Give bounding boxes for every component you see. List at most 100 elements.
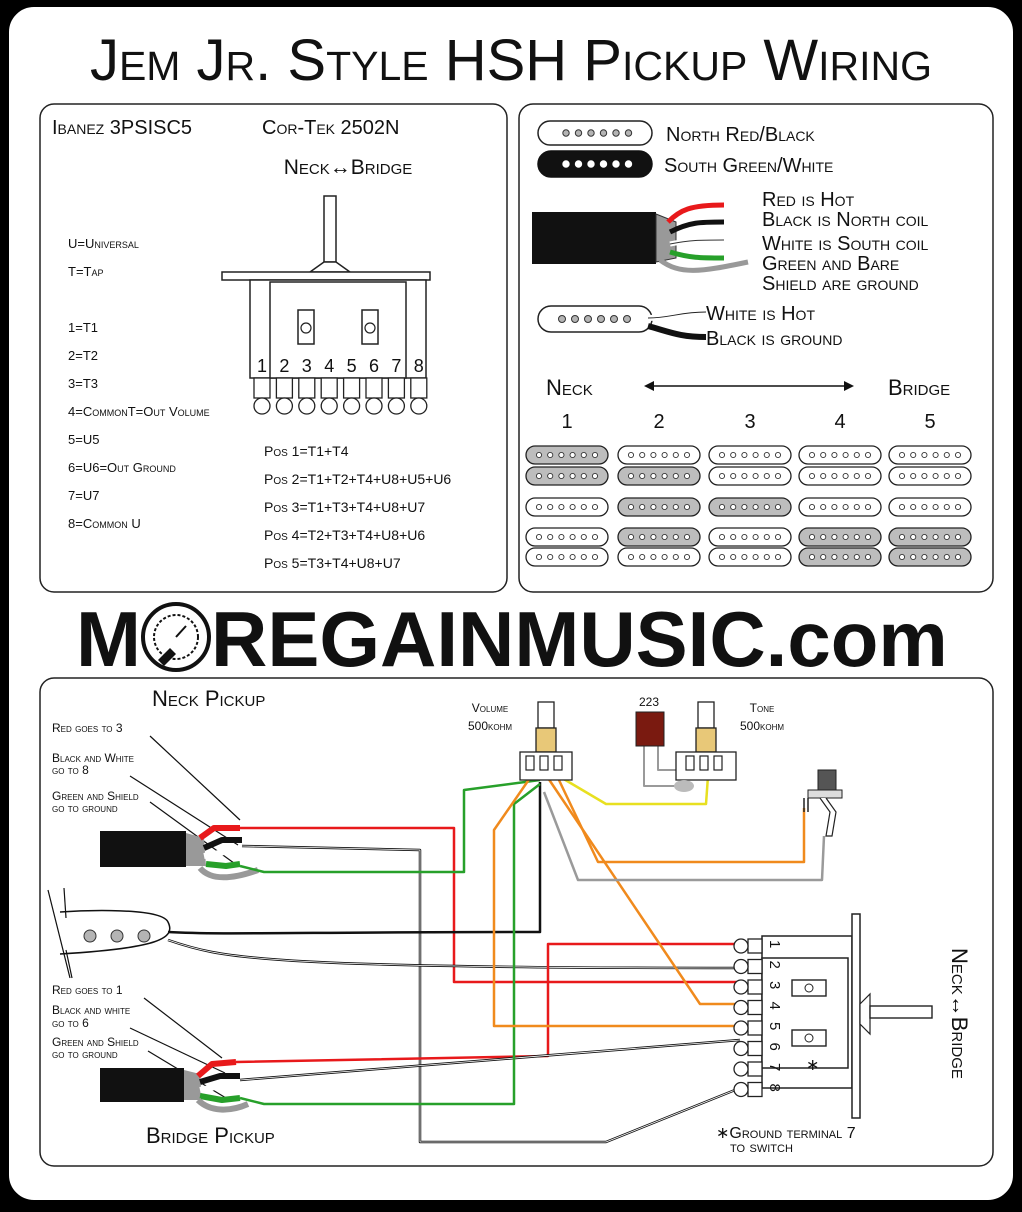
pole-piece <box>639 503 646 511</box>
coil-pill <box>525 497 609 517</box>
switch-model: Cor-Tek 2502N <box>262 117 400 139</box>
terminal-lug <box>387 377 406 399</box>
neck-pointer-2 <box>129 775 239 846</box>
arrow-left-head <box>644 381 654 391</box>
pole-piece <box>910 472 917 480</box>
coil-pill <box>617 527 701 547</box>
ground-note: ∗Ground terminal 7 <box>716 1125 856 1142</box>
terminal-lug <box>342 377 361 399</box>
position-item: Pos 3=T1+T3+T4+U8+U7 <box>264 499 425 515</box>
terminal-number: 8 <box>414 356 424 376</box>
terminal-number: 4 <box>324 356 334 376</box>
pole-piece <box>558 503 565 511</box>
coil-pill <box>708 547 792 567</box>
pole-piece <box>730 472 737 480</box>
single-pole-2 <box>110 929 124 943</box>
pole-piece <box>898 451 906 459</box>
pole-piece <box>741 503 748 511</box>
pole-piece <box>597 315 605 323</box>
north-coil-label: North Red/Black <box>666 124 815 146</box>
pole-piece <box>547 553 554 561</box>
bottom-switch-inner <box>761 957 849 1069</box>
pole-piece <box>683 503 691 511</box>
white-wire-outline <box>669 239 725 245</box>
pole-piece <box>547 451 554 459</box>
tone-bushing <box>695 727 717 753</box>
pole-piece <box>853 451 860 459</box>
humbucker-wire-label: Green and Bare <box>762 253 899 275</box>
pole-piece <box>535 553 543 561</box>
pole-piece <box>853 503 860 511</box>
pole-piece <box>932 503 939 511</box>
single-pole-1 <box>83 929 97 943</box>
position-number: 3 <box>744 411 755 433</box>
position-number: 2 <box>653 411 664 433</box>
single-white-wire-outline <box>647 311 707 319</box>
terminal-lug <box>747 938 763 954</box>
volume-lug-2 <box>539 755 549 771</box>
cable-jacket <box>532 212 656 264</box>
legend-item: 3=T3 <box>68 376 98 391</box>
pole-piece <box>718 503 726 511</box>
pole-piece <box>921 503 928 511</box>
right-neck-label: Neck <box>546 375 593 400</box>
volume-label: Volume <box>472 701 508 715</box>
pole-piece <box>569 503 576 511</box>
pole-piece <box>853 553 860 561</box>
bottom-switch-slot-1-dot <box>804 983 814 993</box>
pole-piece <box>842 451 849 459</box>
volume-shaft <box>537 701 555 729</box>
coil-pill <box>798 527 882 547</box>
coil-pill <box>798 445 882 465</box>
wire-bridge-green-to-ground <box>239 783 541 1106</box>
pole-piece <box>752 451 759 459</box>
pole-piece <box>808 503 816 511</box>
pole-piece <box>763 503 770 511</box>
bridge-green-lead <box>199 1093 241 1103</box>
pole-piece <box>752 533 759 541</box>
pole-piece <box>774 472 782 480</box>
pole-piece <box>763 472 770 480</box>
ground-note-2: to switch <box>730 1139 793 1156</box>
pole-piece <box>718 472 726 480</box>
position-number: 4 <box>834 411 845 433</box>
terminal-lug <box>747 979 763 995</box>
brand-logo: M REGAINMUSIC.com <box>76 595 948 683</box>
neck-note: go to ground <box>52 801 118 815</box>
coil-pill <box>798 547 882 567</box>
terminal-number: 3 <box>302 356 312 376</box>
pole-piece <box>718 533 726 541</box>
pole-piece <box>558 553 565 561</box>
pole-piece <box>808 553 816 561</box>
humbucker-wire-label: White is South coil <box>762 233 929 255</box>
terminal-eyelet <box>298 397 316 415</box>
pole-piece <box>954 533 962 541</box>
pole-piece <box>599 160 608 168</box>
pole-piece <box>842 553 849 561</box>
pole-piece <box>898 503 906 511</box>
cap-label: 223 <box>639 695 659 709</box>
pole-piece <box>569 472 576 480</box>
terminal-number: 4 <box>766 1002 783 1010</box>
volume-lug-3 <box>553 755 563 771</box>
pole-piece <box>584 315 592 323</box>
neck-note: Black and White <box>52 751 134 765</box>
pole-piece <box>569 533 576 541</box>
coil-pill <box>888 497 972 517</box>
pole-piece <box>842 533 849 541</box>
right-bridge-label: Bridge <box>888 375 950 400</box>
terminal-number: 8 <box>766 1084 783 1092</box>
pole-piece <box>612 160 620 168</box>
pole-piece <box>898 553 906 561</box>
pole-piece <box>580 451 587 459</box>
pole-piece <box>954 472 962 480</box>
volume-lug-1 <box>525 755 535 771</box>
pole-piece <box>831 451 838 459</box>
pole-piece <box>741 533 748 541</box>
switch-direction-label: Neck↔Bridge <box>284 156 413 179</box>
wire-single-black-to-ground <box>167 782 542 935</box>
pole-piece <box>820 553 827 561</box>
switch-slot-left-dot <box>300 322 312 334</box>
